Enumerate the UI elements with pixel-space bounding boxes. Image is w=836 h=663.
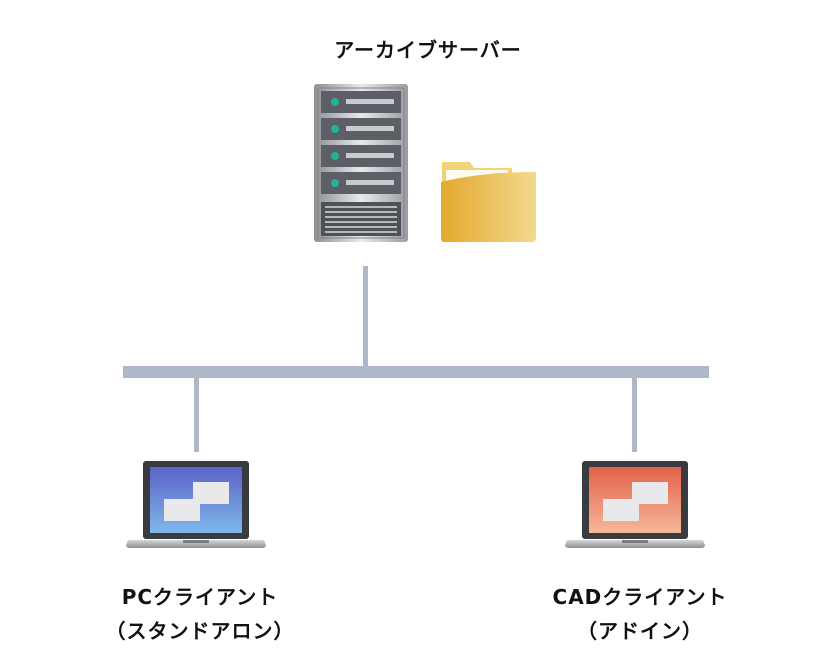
network-bus xyxy=(123,366,709,378)
cad-drop-line xyxy=(632,378,637,452)
server-drive-bays xyxy=(321,91,401,194)
cad-client-label: CADクライアント xyxy=(552,585,728,609)
server-title: アーカイブサーバー xyxy=(334,38,522,62)
pc-client-label: PCクライアント xyxy=(121,585,279,609)
pc-client-sublabel: （スタンドアロン） xyxy=(105,619,295,643)
laptop-icon xyxy=(126,461,266,548)
pc-laptop-base xyxy=(126,540,266,548)
folder-icon xyxy=(441,162,536,242)
cad-client-sublabel: （アドイン） xyxy=(577,619,703,643)
server-uplink xyxy=(363,266,368,368)
server-icon xyxy=(314,84,408,242)
cad-laptop-base xyxy=(565,540,705,548)
pc-drop-line xyxy=(194,378,199,452)
network-lines xyxy=(123,266,709,452)
server-vent xyxy=(321,202,401,236)
laptop-icon xyxy=(565,461,705,548)
